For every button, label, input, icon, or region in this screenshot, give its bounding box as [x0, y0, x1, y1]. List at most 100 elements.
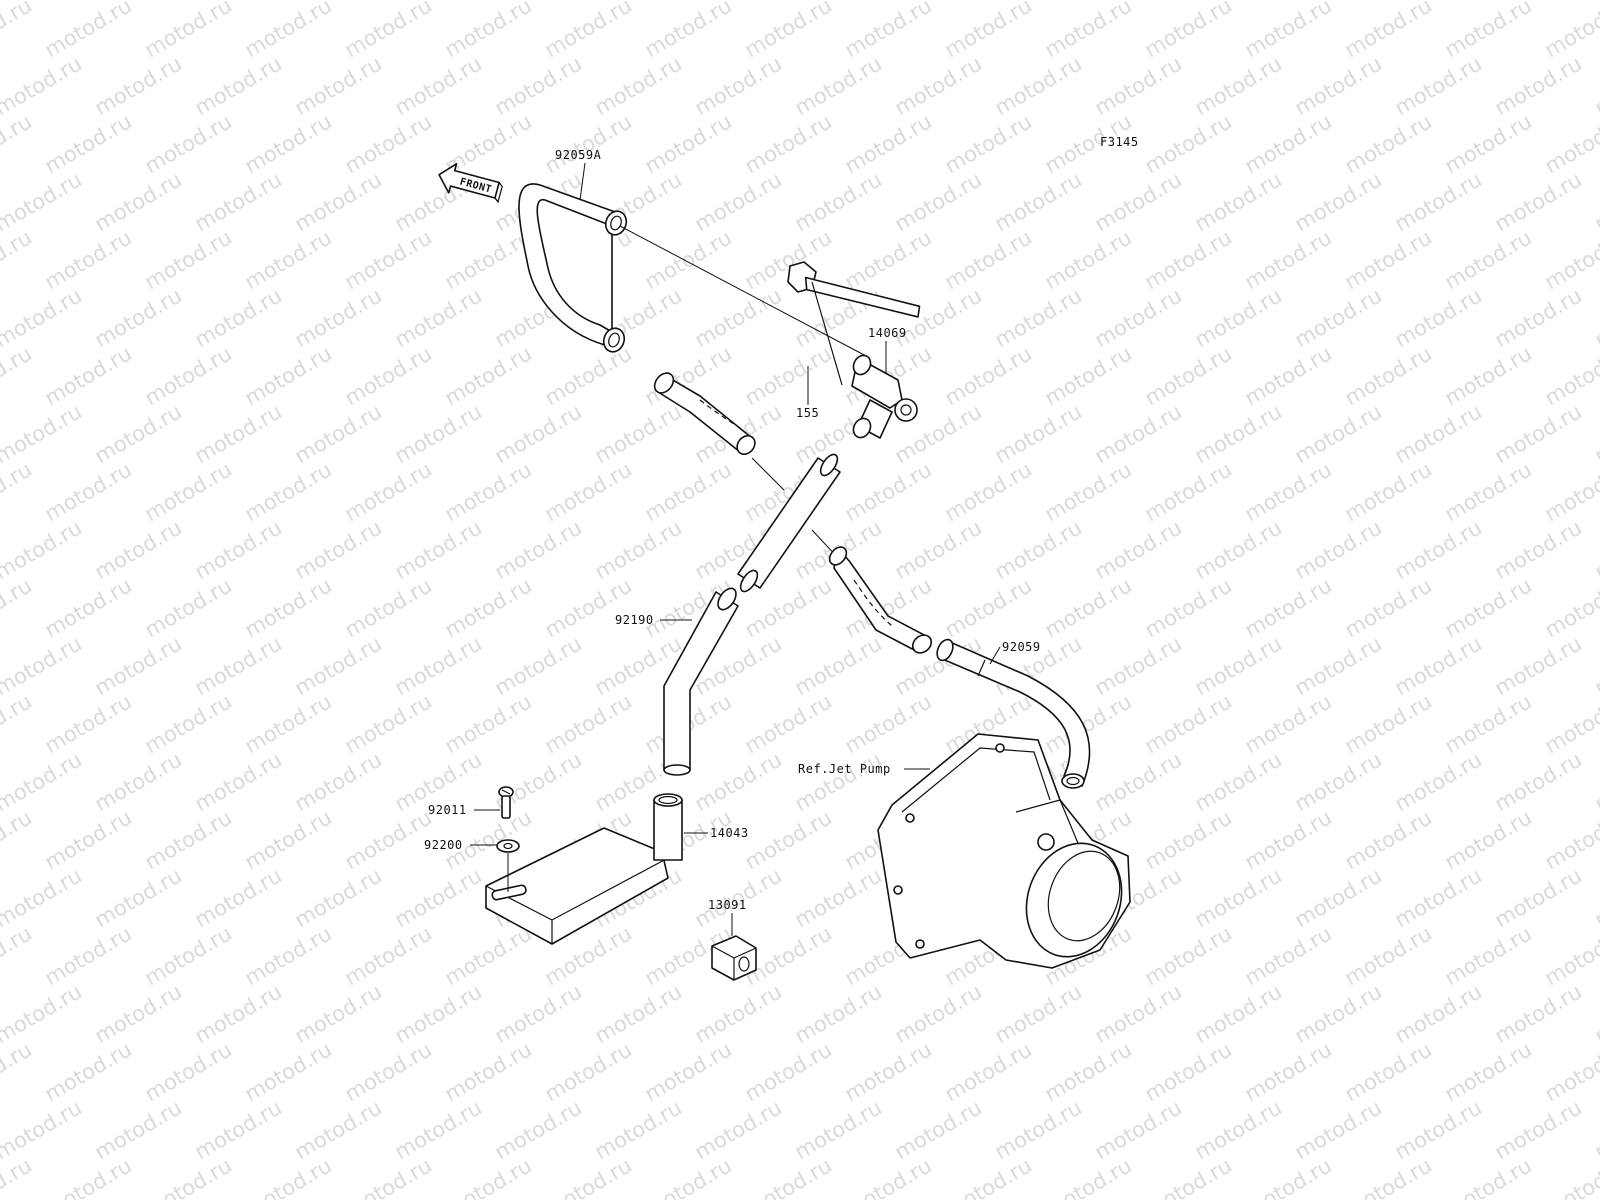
watermark-text: motod.ru	[141, 805, 236, 874]
watermark-text: motod.ru	[1091, 167, 1186, 236]
watermark-text: motod.ru	[391, 1095, 486, 1164]
watermark-text: motod.ru	[341, 573, 436, 642]
watermark-text: motod.ru	[1591, 631, 1600, 700]
watermark-text: motod.ru	[941, 1037, 1036, 1106]
watermark-text: motod.ru	[791, 167, 886, 236]
watermark-text: motod.ru	[1341, 457, 1436, 526]
watermark-text: motod.ru	[791, 747, 886, 816]
watermark-text: motod.ru	[341, 341, 436, 410]
watermark-text: motod.ru	[1391, 631, 1486, 700]
watermark-text: motod.ru	[341, 0, 436, 62]
watermark-text: motod.ru	[541, 1153, 636, 1200]
watermark-text: motod.ru	[541, 109, 636, 178]
watermark-text: motod.ru	[991, 167, 1086, 236]
watermark-text: motod.ru	[1241, 1037, 1336, 1106]
hose-92059a	[518, 183, 628, 353]
watermark-text: motod.ru	[1141, 689, 1236, 758]
watermark-text: motod.ru	[1341, 1037, 1436, 1106]
watermark-text: motod.ru	[1091, 283, 1186, 352]
watermark-text: motod.ru	[141, 689, 236, 758]
watermark-text: motod.ru	[441, 341, 536, 410]
watermark-text: motod.ru	[1341, 689, 1436, 758]
watermark-text: motod.ru	[291, 399, 386, 468]
watermark-text: motod.ru	[241, 689, 336, 758]
watermark-text: motod.ru	[1341, 225, 1436, 294]
watermark-text: motod.ru	[341, 225, 436, 294]
watermark-text: motod.ru	[991, 283, 1086, 352]
watermark-text: motod.ru	[1141, 341, 1236, 410]
watermark-text: motod.ru	[1591, 167, 1600, 236]
watermark-text: motod.ru	[0, 225, 36, 294]
watermark-text: motod.ru	[1241, 805, 1336, 874]
watermark-text: motod.ru	[41, 689, 136, 758]
watermark-text: motod.ru	[1091, 515, 1186, 584]
watermark-text: motod.ru	[541, 689, 636, 758]
watermark-text: motod.ru	[1341, 921, 1436, 990]
watermark-text: motod.ru	[0, 167, 86, 236]
watermark-text: motod.ru	[1441, 805, 1536, 874]
watermark-text: motod.ru	[1591, 515, 1600, 584]
watermark-text: motod.ru	[591, 1095, 686, 1164]
watermark-text: motod.ru	[991, 1095, 1086, 1164]
watermark-text: motod.ru	[1391, 515, 1486, 584]
watermark-text: motod.ru	[41, 341, 136, 410]
watermark-text: motod.ru	[641, 1153, 736, 1200]
watermark-text: motod.ru	[341, 805, 436, 874]
watermark-text: motod.ru	[1591, 863, 1600, 932]
watermark-text: motod.ru	[891, 167, 986, 236]
watermark-text: motod.ru	[891, 979, 986, 1048]
watermark-text: motod.ru	[391, 979, 486, 1048]
watermark-text: motod.ru	[791, 631, 886, 700]
watermark-text: motod.ru	[841, 1153, 936, 1200]
watermark-text: motod.ru	[0, 979, 86, 1048]
watermark-text: motod.ru	[741, 1037, 836, 1106]
watermark-text: motod.ru	[241, 1037, 336, 1106]
watermark-text: motod.ru	[1141, 457, 1236, 526]
watermark-text: motod.ru	[1191, 51, 1286, 120]
watermark-text: motod.ru	[1591, 747, 1600, 816]
watermark-text: motod.ru	[1591, 0, 1600, 4]
watermark-text: motod.ru	[291, 1095, 386, 1164]
watermark-text: motod.ru	[491, 979, 586, 1048]
watermark-text: motod.ru	[141, 341, 236, 410]
watermark-text: motod.ru	[1291, 747, 1386, 816]
front-arrow-icon: FRONT	[438, 163, 503, 204]
watermark-text: motod.ru	[1541, 109, 1600, 178]
watermark-text: motod.ru	[1391, 979, 1486, 1048]
label-92200: 92200	[424, 838, 463, 852]
watermark-text: motod.ru	[1341, 0, 1436, 62]
watermark-text: motod.ru	[691, 167, 786, 236]
watermark-text: motod.ru	[1591, 283, 1600, 352]
part-labels: 92059A 14069 155 92190 92059 Ref.Jet Pum…	[424, 148, 1041, 936]
label-92059: 92059	[1002, 640, 1041, 654]
watermark-text: motod.ru	[541, 573, 636, 642]
watermark-text: motod.ru	[191, 1095, 286, 1164]
watermark-text: motod.ru	[1491, 863, 1586, 932]
watermark-text: motod.ru	[941, 341, 1036, 410]
watermark-text: motod.ru	[91, 631, 186, 700]
watermark-text: motod.ru	[1391, 283, 1486, 352]
watermark-text: motod.ru	[291, 167, 386, 236]
watermark-text: motod.ru	[1541, 457, 1600, 526]
watermark-text: motod.ru	[341, 109, 436, 178]
watermark-text: motod.ru	[191, 167, 286, 236]
watermark-text: motod.ru	[591, 979, 686, 1048]
bolt-155	[787, 261, 921, 386]
watermark-text: motod.ru	[341, 689, 436, 758]
jet-pump-housing	[877, 733, 1131, 969]
watermark-text: motod.ru	[1491, 747, 1586, 816]
watermark-text: motod.ru	[491, 1095, 586, 1164]
watermark-text: motod.ru	[1041, 225, 1136, 294]
watermark-text: motod.ru	[941, 0, 1036, 62]
watermark-text: motod.ru	[1241, 109, 1336, 178]
watermark-text: motod.ru	[41, 457, 136, 526]
watermark-text: motod.ru	[191, 283, 286, 352]
watermark-text: motod.ru	[1541, 341, 1600, 410]
watermark-text: motod.ru	[0, 805, 36, 874]
watermark-text: motod.ru	[1091, 747, 1186, 816]
watermark-text: motod.ru	[141, 1153, 236, 1200]
watermark-text: motod.ru	[1041, 457, 1136, 526]
watermark-text: motod.ru	[341, 1037, 436, 1106]
